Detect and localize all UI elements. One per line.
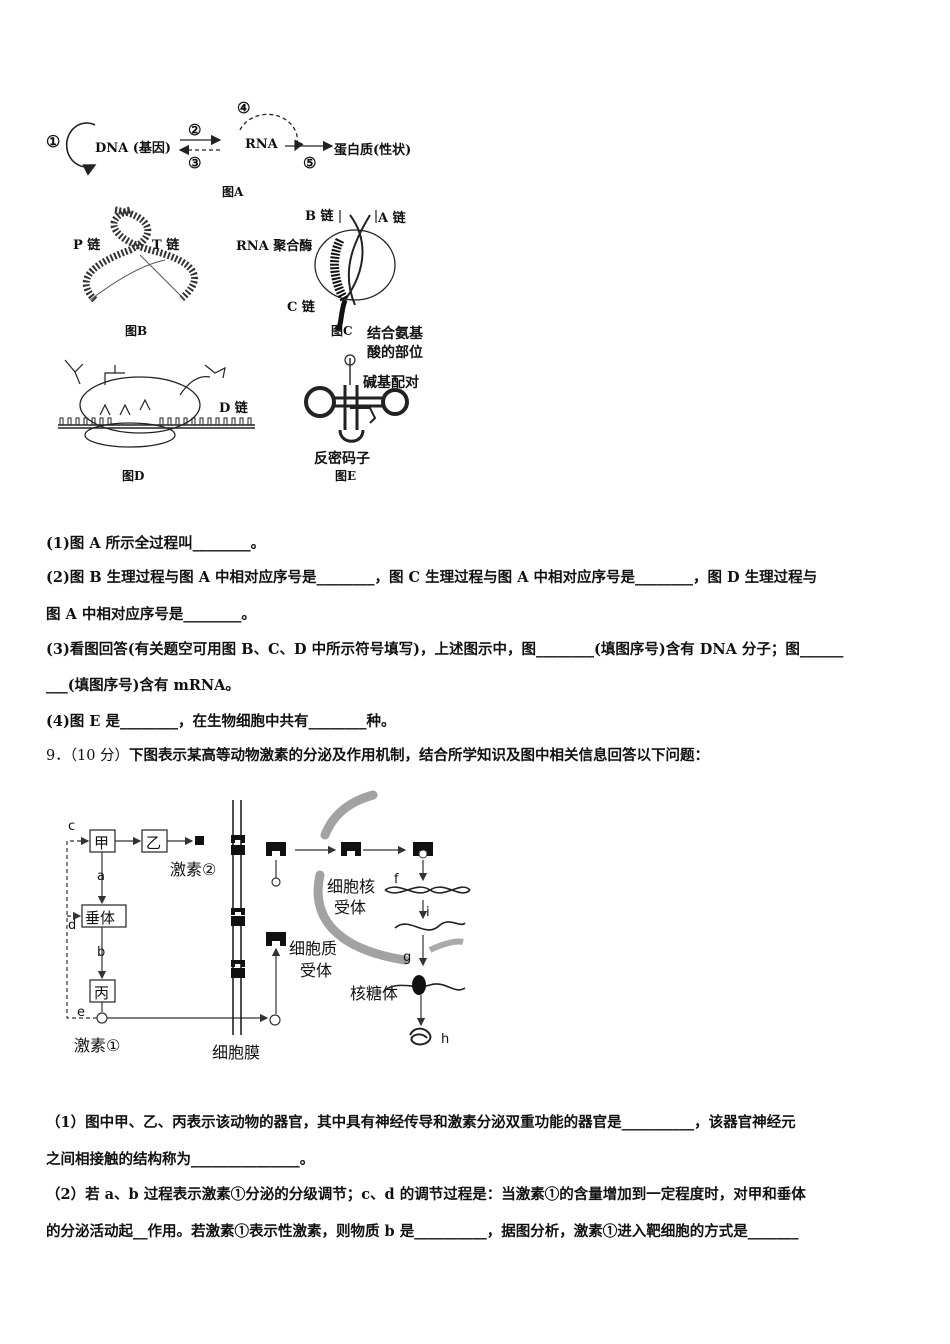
label-a: a [97,869,105,884]
q9-stem: 9．（10 分）下图表示某高等动物激素的分泌及作用机制，结合所学知识及图中相关信… [46,746,709,766]
figure-b-caption: 图B [125,324,148,338]
figure-b-helix [82,206,198,303]
q8-part1: (1)图 A 所示全过程叫________。 [46,535,266,552]
base-pairing-label: 碱基配对 [363,375,419,391]
label-c: c [68,819,76,834]
a-chain-label: A 链 [378,211,406,226]
q9-part2-line2: 的分泌活动起__作用。若激素①表示性激素，则物质 b 是__________，据… [46,1223,799,1240]
replication-loop-arrow [65,122,97,176]
figure-9-diagram [66,790,471,1046]
label-d: d [68,918,77,933]
label-cytoplasm-receptor-2: 受体 [300,961,333,980]
circle-2: ② [188,121,202,139]
d-chain-label: D 链 [219,401,248,416]
figure-c-transcription [314,210,396,332]
circle-3: ③ [188,154,202,172]
label-hormone-1: 激素① [74,1036,121,1055]
q8-part2-line2: 图 A 中相对应序号是________。 [46,606,256,623]
rna-polymerase-ellipse [314,229,396,301]
circle-1: ① [46,132,61,151]
label-bing: 丙 [94,984,110,1002]
t-chain-label: T 链 [152,238,180,253]
q8-part2-line1: (2)图 B 生理过程与图 A 中相对应序号是________，图 C 生理过程… [46,569,818,586]
figure-a-caption: 图A [222,185,244,199]
rna-replication-loop [239,113,304,152]
figure-d-caption: 图D [122,469,145,483]
ribosome-small-subunit [84,422,176,448]
label-chuiti: 垂体 [85,909,116,927]
label-cytoplasm-receptor-1: 细胞质 [289,939,338,958]
b-chain-label: B 链 [305,209,334,224]
c-chain-label: C 链 [287,300,315,315]
q9-text: 下图表示某高等动物激素的分泌及作用机制，结合所学知识及图中相关信息回答以下问题： [129,747,710,764]
q9-number: 9．（10 分） [46,748,130,764]
q8-part3-line1: (3)看图回答(有关题空可用图 B、C、D 中所示符号填写)，上述图示中，图__… [46,641,844,658]
ribosome-large-subunit [79,376,201,434]
label-i: i [426,905,430,920]
q9-part2-line1: （2）若 a、b 过程表示激素①分泌的分级调节；c、d 的调节过程是：当激素①的… [46,1186,806,1203]
figure-d-translation [58,359,255,448]
amino-acid-site-label-2: 酸的部位 [367,345,423,361]
q8-part4: (4)图 E 是________，在生物细胞中共有________种。 [46,713,396,730]
rna-label: RNA [245,137,278,152]
circle-4: ④ [237,99,251,117]
q9-part1-line2: 之间相接触的结构称为_______________。 [46,1151,315,1168]
figure-a-diagram [65,113,334,176]
label-ribosome: 核糖体 [350,984,399,1003]
label-nuclear-receptor-1: 细胞核 [327,877,376,896]
label-f: f [394,872,399,887]
figure-e-trna [304,354,409,443]
label-cell-membrane: 细胞膜 [212,1043,261,1062]
label-yi: 乙 [146,834,162,852]
circle-5: ⑤ [303,154,317,172]
amino-acid-site-label-1: 结合氨基 [367,326,423,342]
protein-label: 蛋白质(性状) [334,143,412,158]
figure-c-caption: 图C [331,324,353,338]
dna-label: DNA (基因) [95,141,172,156]
figure-e-caption: 图E [335,469,357,483]
anticodon-label: 反密码子 [314,451,370,467]
p-chain-label: P 链 [73,238,101,253]
label-nuclear-receptor-2: 受体 [334,898,367,917]
box-chuiti [81,904,127,928]
label-hormone-2: 激素② [170,860,217,879]
rna-polymerase-label: RNA 聚合酶 [236,239,313,254]
q9-part1-line1: （1）图中甲、乙、丙表示该动物的器官，其中具有神经传导和激素分泌双重功能的器官是… [46,1114,796,1131]
label-g: g [403,950,412,965]
label-e: e [77,1005,85,1020]
label-jia: 甲 [94,834,110,852]
label-b: b [97,945,106,960]
label-h: h [441,1032,450,1047]
q8-part3-line2: ___(填图序号)含有 mRNA。 [46,677,240,694]
